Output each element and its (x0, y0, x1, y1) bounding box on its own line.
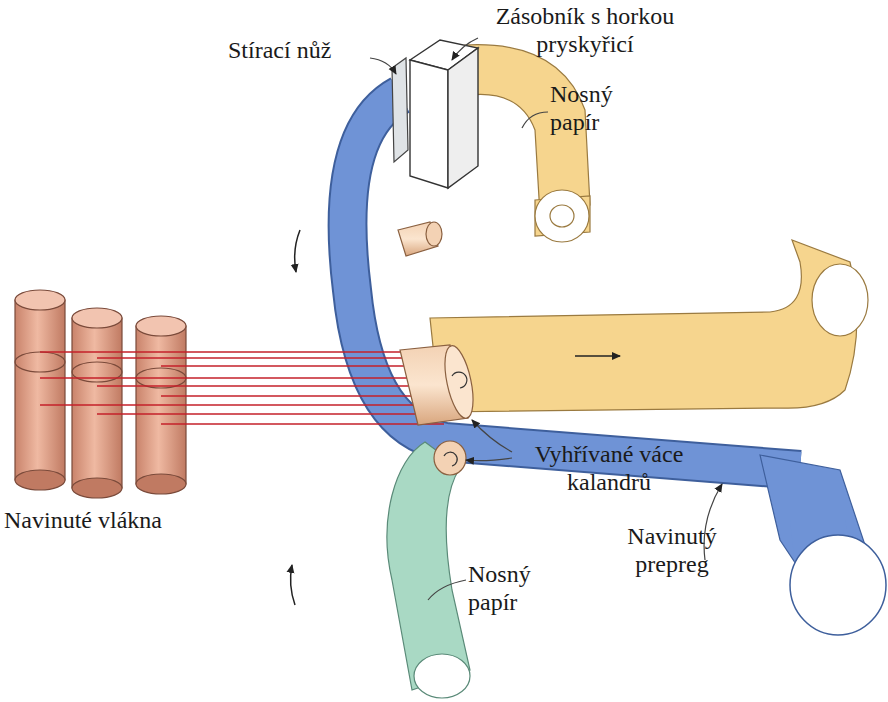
part-label: Stírací nůž (228, 36, 373, 64)
part-label: Nosný papír (468, 560, 558, 617)
part-label: Nosný papír (550, 80, 640, 137)
part-label: Zásobník s horkou pryskyřicí (470, 2, 700, 59)
guide-roll (398, 222, 442, 256)
calender-rolls (400, 343, 478, 475)
fibre-strands (40, 352, 444, 424)
top-carrier-paper (465, 45, 590, 242)
resin-reservoir (410, 40, 478, 188)
doctor-blade (392, 58, 408, 162)
yellow-carrier-paper (430, 240, 868, 412)
leader-lines (370, 38, 722, 600)
part-label: Vyhřívané váce kalandrů (514, 440, 704, 497)
motion-arrows (291, 230, 620, 605)
fibre-spools (15, 290, 186, 498)
green-carrier-paper (387, 442, 470, 698)
part-label: Navinutý prepreg (612, 522, 732, 579)
part-label: Navinuté vlákna (4, 506, 274, 534)
